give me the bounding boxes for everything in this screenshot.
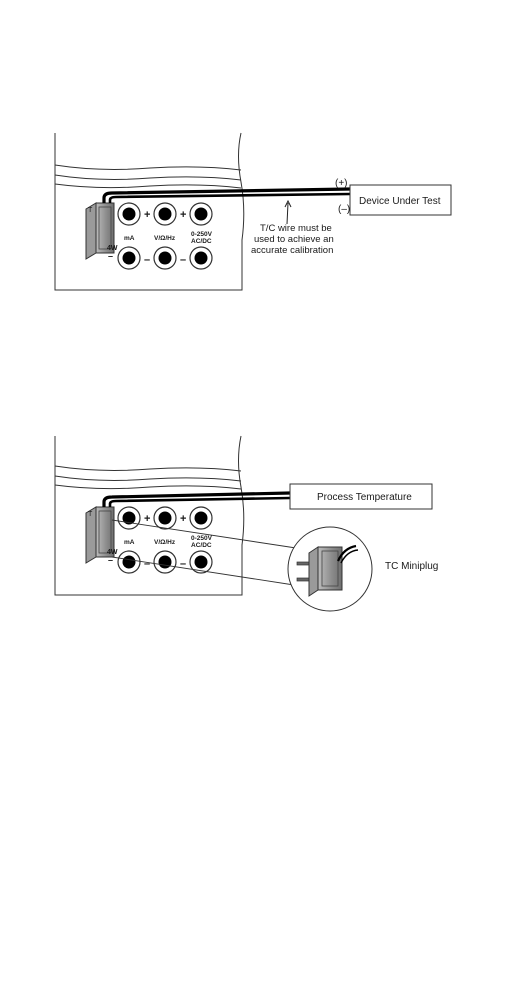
- jack-label-0-250v: 0-250V: [191, 231, 213, 238]
- svg-text:+: +: [180, 513, 186, 525]
- minus-sign: –: [108, 251, 113, 261]
- diagram-1-device-connection: T 4W – + + – – mA V/Ω/Hz 0-250V AC/DC: [55, 133, 451, 290]
- terminal-t-label: T: [88, 207, 93, 214]
- jack-label-0-250v: 0-250V: [191, 535, 213, 542]
- jack-label-ma: mA: [124, 539, 135, 546]
- process-temperature-label: Process Temperature: [317, 492, 412, 503]
- jack-label-ma: mA: [124, 235, 135, 242]
- diagram-2-process-temperature: T 4W – + + – – mA V/Ω/Hz 0-250V AC/DC: [55, 436, 438, 611]
- jack-label-ac-dc: AC/DC: [191, 542, 212, 549]
- jack-label-ac-dc: AC/DC: [191, 238, 212, 245]
- miniplug-callout: [288, 527, 372, 611]
- tc-miniplug-label: TC Miniplug: [385, 561, 438, 572]
- svg-text:–: –: [144, 558, 150, 570]
- svg-text:+: +: [180, 209, 186, 221]
- note-line-1: T/C wire must be: [260, 223, 332, 234]
- polarity-plus-label: (+): [335, 178, 348, 189]
- terminal-t-label: T: [88, 511, 93, 518]
- svg-text:+: +: [144, 209, 150, 221]
- tc-wire: [104, 493, 290, 507]
- svg-text:–: –: [144, 254, 150, 266]
- device-under-test-label: Device Under Test: [359, 196, 441, 207]
- jack-label-volts-ohms-hz: V/Ω/Hz: [154, 539, 176, 546]
- tc-wire: [104, 189, 350, 203]
- polarity-minus-label: (–): [338, 204, 350, 215]
- note-line-3: accurate calibration: [251, 245, 333, 256]
- jack-label-volts-ohms-hz: V/Ω/Hz: [154, 235, 176, 242]
- svg-text:+: +: [144, 513, 150, 525]
- note-arrow: [287, 203, 288, 224]
- minus-sign: –: [108, 555, 113, 565]
- svg-text:–: –: [180, 254, 186, 266]
- note-line-2: used to achieve an: [254, 234, 334, 245]
